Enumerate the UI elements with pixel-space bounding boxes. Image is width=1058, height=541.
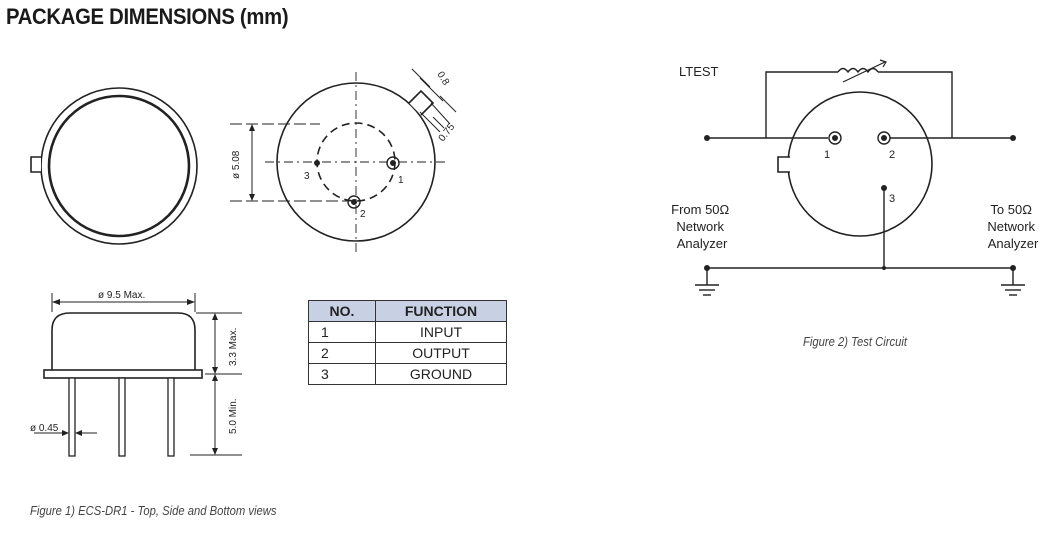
side-diameter-label: ø 9.5 Max. bbox=[98, 290, 145, 301]
side-view bbox=[34, 293, 242, 457]
test-circuit bbox=[695, 59, 1025, 296]
circuit-pin-2-label: 2 bbox=[889, 149, 895, 161]
figure-2-caption: Figure 2) Test Circuit bbox=[803, 335, 907, 349]
bottom-view bbox=[230, 68, 457, 255]
pin-function-cell: INPUT bbox=[375, 321, 507, 343]
table-row: 3 GROUND bbox=[308, 363, 507, 385]
side-height-label: 3.3 Max. bbox=[228, 328, 239, 366]
pin-2-label: 2 bbox=[360, 209, 366, 220]
lead-diameter-label: ø 0.45 bbox=[30, 423, 59, 434]
pin-3-label: 3 bbox=[304, 171, 310, 182]
tab-height-label: 0.75 bbox=[437, 121, 458, 143]
top-view bbox=[30, 87, 198, 245]
pin-circle-diameter-label: ø 5.08 bbox=[231, 150, 242, 179]
ltest-label: LTEST bbox=[679, 64, 719, 79]
circuit-pin-3-label: 3 bbox=[889, 193, 895, 205]
pin-1-label: 1 bbox=[398, 175, 404, 186]
pin-function-cell: GROUND bbox=[375, 363, 507, 385]
pin-number-cell: 2 bbox=[308, 342, 376, 364]
ground-symbol-right bbox=[1001, 284, 1025, 296]
source-label: From 50Ω Network Analyzer bbox=[671, 202, 733, 251]
pin-number-cell: 1 bbox=[308, 321, 376, 343]
tab-width-label: 0.8 bbox=[434, 70, 451, 88]
column-header-function: FUNCTION bbox=[375, 300, 507, 322]
pin-number-cell: 3 bbox=[308, 363, 376, 385]
ground-symbol-left bbox=[695, 284, 719, 296]
circuit-pin-1-label: 1 bbox=[824, 149, 830, 161]
pin-function-cell: OUTPUT bbox=[375, 342, 507, 364]
table-header-row: NO. FUNCTION bbox=[308, 300, 507, 322]
column-header-no: NO. bbox=[308, 300, 376, 322]
page-title: PACKAGE DIMENSIONS (mm) bbox=[6, 4, 289, 29]
load-label: To 50Ω Network Analyzer bbox=[987, 202, 1039, 251]
pin-function-table: NO. FUNCTION 1 INPUT 2 OUTPUT 3 GROUND bbox=[308, 300, 507, 385]
lead-length-label: 5.0 Min. bbox=[228, 398, 239, 434]
table-row: 2 OUTPUT bbox=[308, 342, 507, 364]
table-row: 1 INPUT bbox=[308, 321, 507, 343]
figure-1-caption: Figure 1) ECS-DR1 - Top, Side and Bottom… bbox=[30, 504, 277, 518]
